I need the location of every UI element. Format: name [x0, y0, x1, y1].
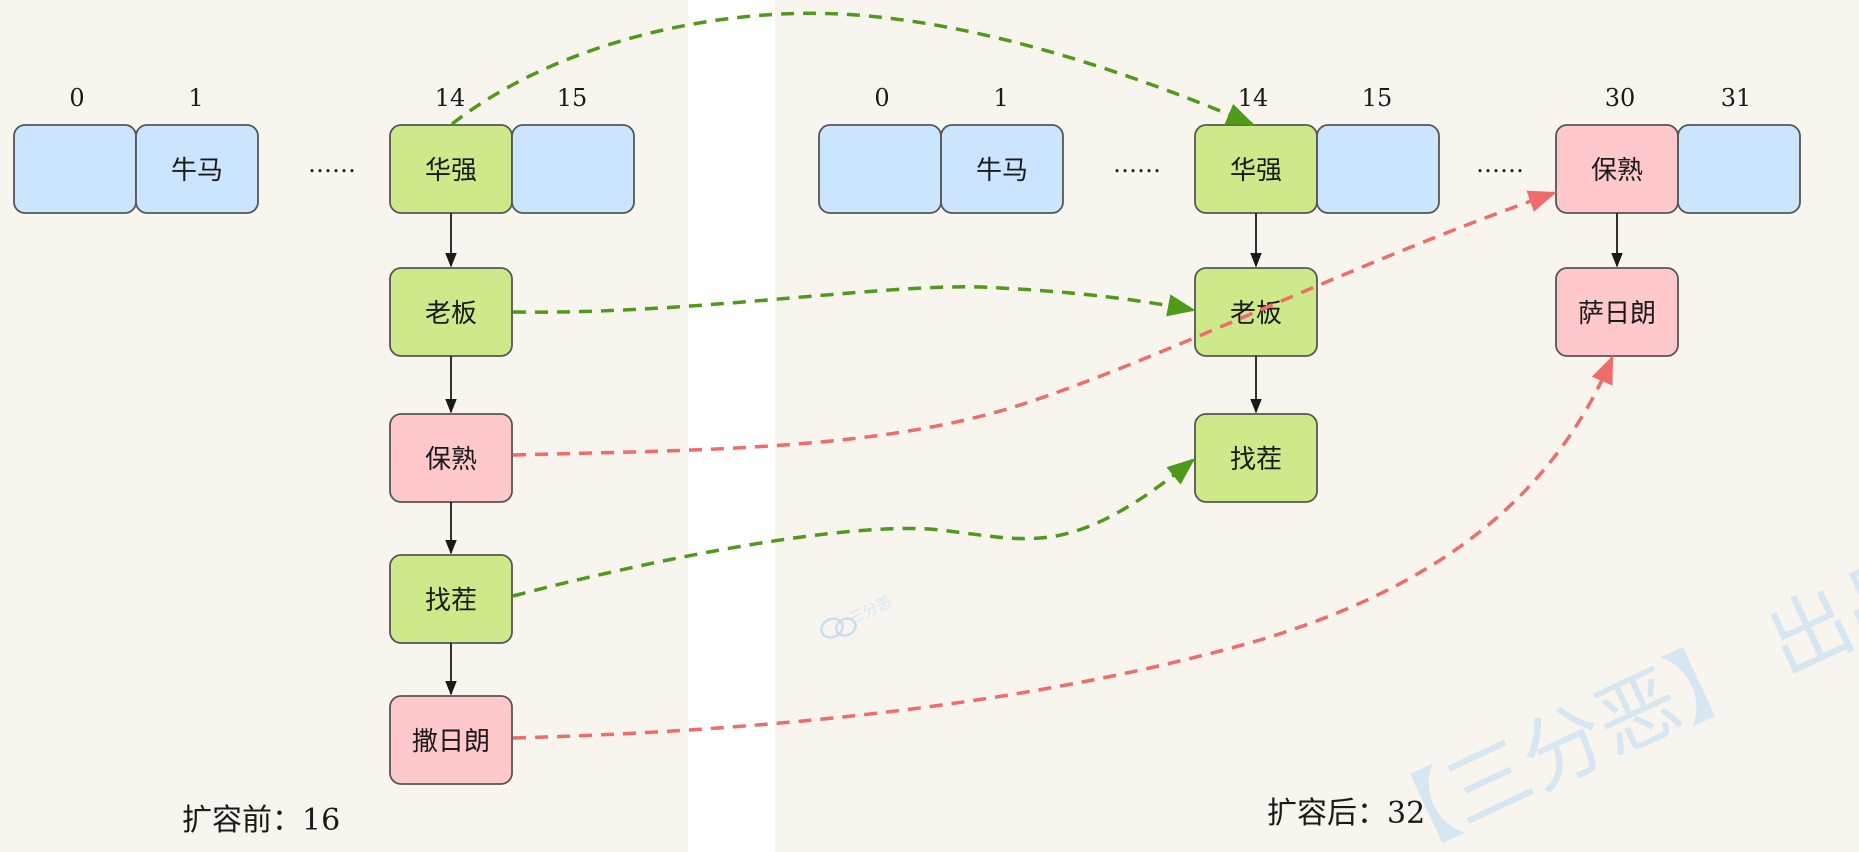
bucket-slot — [13, 124, 137, 214]
migration-arrows — [450, 11, 1614, 740]
after-chain-14: 老板 找茬 — [1194, 213, 1318, 503]
slot-label: 华强 — [425, 156, 477, 186]
index-label: 1 — [188, 84, 203, 112]
green-migration-arrow — [450, 11, 1255, 126]
slot-label: 华强 — [1230, 156, 1282, 186]
bucket-slot: 华强 — [1194, 124, 1318, 214]
index-label: 31 — [1721, 84, 1752, 112]
node-label: 保熟 — [425, 445, 477, 475]
index-label: 15 — [1362, 84, 1393, 112]
bucket-slot — [1677, 124, 1801, 214]
bucket-slot: 牛马 — [135, 124, 259, 214]
node-label: 撒日朗 — [412, 727, 490, 757]
slot-label: 牛马 — [171, 156, 223, 186]
bucket-slot: 保熟 — [1555, 124, 1679, 214]
slot-label: 保熟 — [1591, 156, 1643, 186]
after-indices: 0 1 14 15 30 31 — [874, 84, 1751, 112]
red-migration-arrow — [512, 355, 1614, 740]
chain-node: 保熟 — [389, 413, 513, 503]
node-label: 找茬 — [425, 586, 477, 616]
after-table: 牛马 …… 华强 …… 保熟 — [818, 124, 1801, 214]
chain-node: 撒日朗 — [389, 695, 513, 785]
ellipsis: …… — [1476, 150, 1524, 178]
chain-node: 老板 — [1194, 267, 1318, 357]
node-label: 萨日朗 — [1578, 299, 1656, 329]
green-migration-arrow — [512, 458, 1196, 598]
bucket-slot — [511, 124, 635, 214]
index-label: 14 — [435, 84, 466, 112]
bucket-slot — [1316, 124, 1440, 214]
green-migration-arrow — [512, 285, 1196, 317]
before-chain: 老板 保熟 找茬 撒日朗 — [389, 213, 513, 785]
ellipsis: …… — [308, 150, 356, 178]
index-label: 15 — [557, 84, 588, 112]
chain-node: 老板 — [389, 267, 513, 357]
wechat-icon — [820, 617, 857, 639]
chain-node: 找茬 — [389, 554, 513, 644]
after-caption: 扩容后：32 — [1267, 796, 1425, 831]
bucket-slot — [818, 124, 942, 214]
node-label: 老板 — [425, 299, 477, 329]
ellipsis: …… — [1113, 150, 1161, 178]
bucket-slot: 华强 — [389, 124, 513, 214]
chain-node: 萨日朗 — [1555, 267, 1679, 357]
bucket-slot: 牛马 — [940, 124, 1064, 214]
slot-label: 牛马 — [976, 156, 1028, 186]
before-caption: 扩容前：16 — [182, 803, 340, 838]
node-label: 老板 — [1230, 299, 1282, 329]
index-label: 30 — [1605, 84, 1636, 112]
before-indices: 0 1 14 15 — [69, 84, 587, 112]
node-label: 找茬 — [1230, 445, 1282, 475]
index-label: 1 — [993, 84, 1008, 112]
index-label: 0 — [874, 84, 889, 112]
after-chain-30: 萨日朗 — [1555, 213, 1679, 357]
red-migration-arrow — [512, 190, 1557, 457]
index-label: 0 — [69, 84, 84, 112]
index-label: 14 — [1238, 84, 1269, 112]
chain-node: 找茬 — [1194, 413, 1318, 503]
